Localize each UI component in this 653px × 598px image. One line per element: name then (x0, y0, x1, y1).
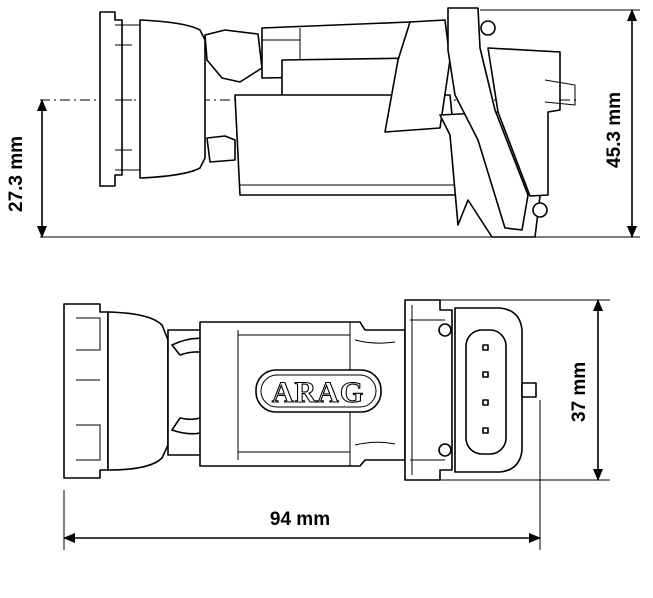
pin-1 (482, 344, 489, 351)
side-clip-upper (204, 29, 263, 83)
top-flange-detail (410, 305, 445, 475)
logo-plate (255, 369, 382, 413)
dim-45-3-label: 45.3 mm (604, 92, 625, 168)
dim-94-label: 94 mm (270, 509, 330, 530)
top-cap-flange (63, 303, 109, 479)
side-plug-box (487, 47, 561, 197)
top-screw-2 (438, 443, 452, 457)
top-cap-body (107, 311, 169, 471)
top-pin-housing (465, 329, 507, 455)
pin-4 (482, 427, 489, 434)
pin-3 (482, 399, 489, 406)
top-body-curves (354, 339, 396, 446)
top-connector-flange (404, 299, 453, 481)
side-angled-front (384, 19, 451, 133)
pin-2 (482, 371, 489, 378)
top-cap-ribs (76, 317, 101, 461)
side-clip-lower (206, 135, 236, 163)
side-screw-bottom (532, 202, 548, 218)
dim-37-label: 37 mm (569, 362, 590, 422)
side-bracket-arm (447, 7, 529, 231)
side-cap-body (139, 19, 206, 179)
side-plug-pin (544, 79, 576, 106)
logo-text: ARAG (272, 376, 364, 409)
side-cap-ribs (115, 44, 132, 151)
dim-27-3-label: 27.3 mm (6, 136, 27, 212)
top-screw-1 (438, 323, 452, 337)
side-cap-flange (99, 11, 123, 187)
side-screw-top (480, 20, 496, 36)
top-plug-key (521, 382, 537, 398)
side-view: 27.3 mm 45.3 mm (6, 7, 640, 238)
top-view: ARAG 37 mm 94 mm (63, 299, 610, 550)
logo-plate-inner (260, 374, 377, 408)
